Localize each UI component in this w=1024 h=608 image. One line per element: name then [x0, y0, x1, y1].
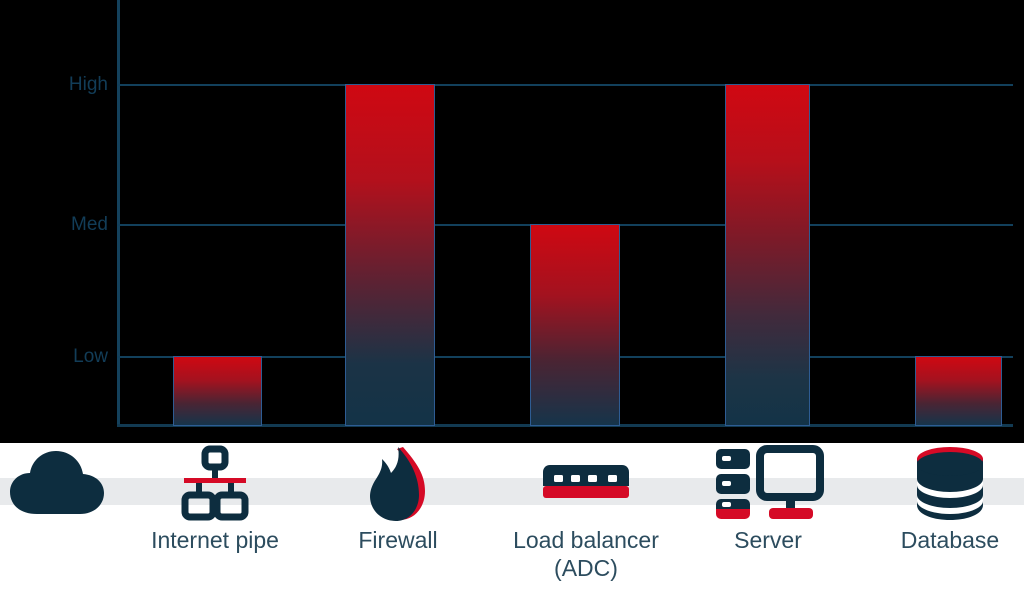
- bar-firewall: [345, 84, 435, 426]
- network-pipe-icon: [125, 443, 305, 525]
- bar-load-balancer: [530, 224, 620, 426]
- risk-bar-chart: High Med Low: [68, 0, 1013, 427]
- gridline-high: [117, 84, 1013, 86]
- bar-database: [915, 356, 1002, 426]
- legend-label-database: Database: [900, 527, 1000, 553]
- y-tick-label-low: Low: [73, 346, 108, 367]
- connection-band: [0, 478, 1024, 505]
- bar-internet-pipe: [173, 356, 262, 426]
- y-tick-label-high: High: [68, 74, 108, 95]
- y-axis-line: [117, 0, 120, 427]
- legend-label-load-balancer: Load balancer (ADC): [513, 527, 659, 581]
- legend-panel: Internet pipe Firewall: [0, 443, 1024, 608]
- bar-server: [725, 84, 810, 426]
- legend-item-server: Server: [678, 443, 858, 554]
- load-balancer-icon: [496, 443, 676, 525]
- y-tick-label-med: Med: [71, 214, 108, 235]
- legend-label-firewall: Firewall: [358, 527, 438, 553]
- flame-icon: [308, 443, 488, 525]
- legend-item-firewall: Firewall: [308, 443, 488, 554]
- cloud-icon: [0, 443, 152, 525]
- server-icon: [678, 443, 858, 525]
- database-icon: [860, 443, 1024, 525]
- legend-item-load-balancer: Load balancer (ADC): [496, 443, 676, 582]
- legend-label-internet-pipe: Internet pipe: [151, 527, 279, 553]
- legend-item-database: Database: [860, 443, 1024, 554]
- legend-label-server: Server: [734, 527, 802, 553]
- legend-item-cloud: [0, 443, 152, 525]
- legend-item-internet-pipe: Internet pipe: [125, 443, 305, 554]
